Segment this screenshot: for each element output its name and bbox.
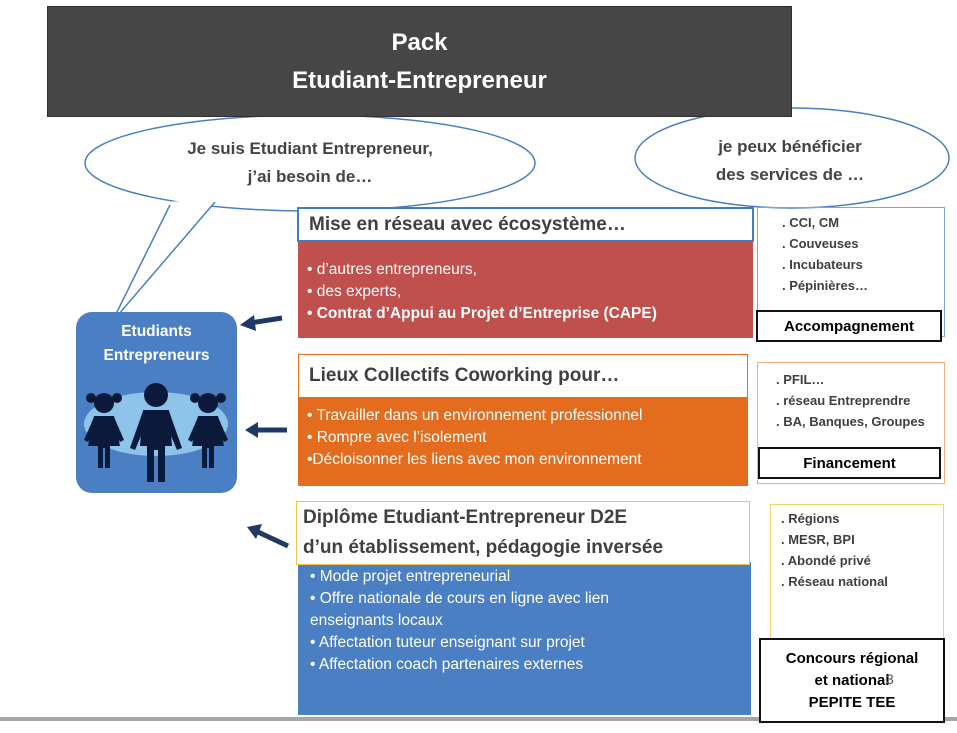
- coworking-header-text: Lieux Collectifs Coworking pour…: [309, 365, 620, 386]
- accompagnement-label: Accompagnement: [756, 310, 942, 342]
- right-bubble-text: je peux bénéficier des services de …: [670, 133, 910, 189]
- diploma-header: Diplôme Etudiant-Entrepreneur D2E d’un é…: [296, 501, 750, 565]
- title-banner: Pack Etudiant-Entrepreneur: [47, 6, 792, 117]
- list-item: . Couveuses: [782, 236, 859, 251]
- list-item: •Décloisonner les liens avec mon environ…: [307, 451, 642, 468]
- arrow-icon: [247, 524, 290, 549]
- diploma-header-line-2: d’un établissement, pédagogie inversée: [303, 537, 664, 558]
- list-item: • Mode projet entrepreneurial: [310, 568, 511, 585]
- financement-label-text: Financement: [803, 454, 896, 472]
- diploma-header-line-1: Diplôme Etudiant-Entrepreneur D2E: [303, 507, 628, 528]
- right-speech-bubble: [634, 107, 950, 209]
- arrow-icon: [245, 422, 287, 438]
- list-item: . CCI, CM: [782, 215, 840, 230]
- concours-label-line-2: et national: [814, 671, 890, 689]
- list-item: • Offre nationale de cours en ligne avec…: [310, 590, 609, 607]
- left-bubble-line-1: Je suis Etudiant Entrepreneur,: [187, 139, 433, 158]
- list-item: . BA, Banques, Groupes: [776, 414, 925, 429]
- students-figures-icon: [84, 383, 228, 482]
- students-box: Etudiants Entrepreneurs: [76, 312, 237, 493]
- diploma-list: • Mode projet entrepreneurial • Offre na…: [298, 562, 751, 715]
- list-item: . MESR, BPI: [781, 532, 855, 547]
- students-line-1: Etudiants: [121, 323, 192, 340]
- title-line-2: Etudiant-Entrepreneur: [292, 66, 547, 94]
- accompagnement-label-text: Accompagnement: [783, 317, 915, 335]
- coworking-list: • Travailler dans un environnement profe…: [298, 398, 748, 486]
- list-item: . Pépinières…: [782, 278, 868, 293]
- financement-label: Financement: [758, 447, 941, 479]
- concours-label: Concours régional et national PEPITE TEE: [759, 638, 945, 723]
- list-item: . Abondé privé: [781, 553, 871, 568]
- list-item: . PFIL…: [776, 372, 825, 387]
- left-bubble-line-2: j’ai besoin de…: [247, 167, 373, 186]
- left-speech-bubble: [84, 114, 536, 323]
- page-number: 3: [886, 671, 894, 687]
- competition-services: . Régions . MESR, BPI . Abondé privé . R…: [770, 504, 944, 690]
- networking-header: Mise en réseau avec écosystème…: [297, 207, 754, 242]
- networking-header-text: Mise en réseau avec écosystème…: [309, 213, 626, 235]
- list-item: • Affectation coach partenaires externes: [310, 656, 584, 673]
- list-item: • Rompre avec l’isolement: [307, 429, 487, 446]
- footer-bar: [0, 717, 957, 721]
- right-bubble-line-1: je peux bénéficier: [718, 137, 862, 156]
- arrow-icon: [240, 315, 283, 331]
- list-item: . Incubateurs: [782, 257, 863, 272]
- list-item: . Régions: [781, 511, 840, 526]
- list-item: • Affectation tuteur enseignant sur proj…: [310, 634, 585, 651]
- list-item: . Réseau national: [781, 574, 888, 589]
- financing-services: . PFIL… . réseau Entreprendre . BA, Banq…: [757, 362, 945, 484]
- list-item: • Contrat d’Appui au Projet d’Entreprise…: [307, 305, 657, 322]
- coworking-header: Lieux Collectifs Coworking pour…: [298, 354, 748, 398]
- list-item: • d’autres entrepreneurs,: [307, 261, 477, 278]
- title-line-1: Pack: [391, 28, 448, 56]
- left-bubble-text: Je suis Etudiant Entrepreneur, j’ai beso…: [130, 135, 490, 191]
- networking-list: • d’autres entrepreneurs, • des experts,…: [298, 241, 753, 338]
- students-line-2: Entrepreneurs: [103, 347, 210, 364]
- list-item: • Travailler dans un environnement profe…: [307, 407, 643, 424]
- concours-label-line-3: PEPITE TEE: [808, 693, 896, 711]
- right-bubble-line-2: des services de …: [715, 165, 865, 184]
- list-item: • des experts,: [307, 283, 402, 300]
- networking-services: . CCI, CM . Couveuses . Incubateurs . Pé…: [757, 207, 945, 337]
- list-item: enseignants locaux: [310, 612, 443, 629]
- concours-label-line-1: Concours régional: [785, 649, 919, 667]
- list-item: . réseau Entreprendre: [776, 393, 911, 408]
